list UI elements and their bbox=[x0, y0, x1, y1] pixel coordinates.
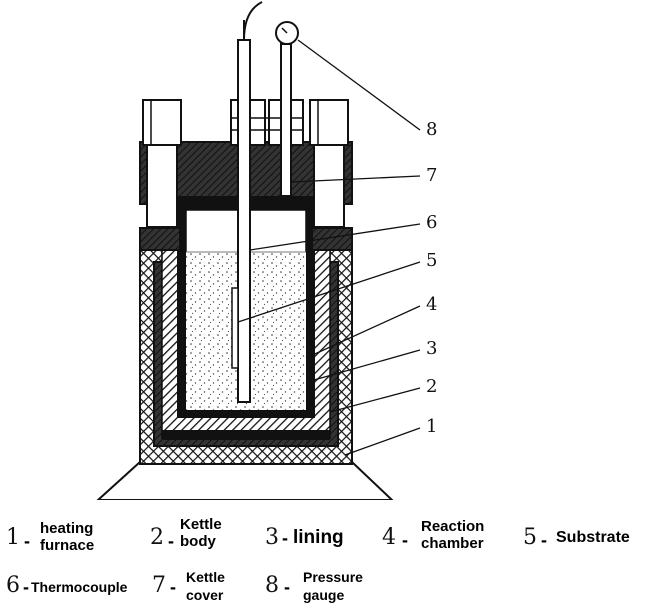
substrate bbox=[231, 287, 239, 369]
legend-text: Reaction chamber bbox=[421, 518, 485, 552]
callout-1: 1 bbox=[426, 416, 438, 437]
callout-7: 7 bbox=[426, 165, 438, 186]
leader-7 bbox=[291, 175, 421, 183]
legend-dash: - bbox=[23, 577, 29, 597]
legend-text: Substrate bbox=[556, 529, 630, 546]
leader-4 bbox=[305, 305, 421, 359]
legend-dash: - bbox=[168, 531, 174, 551]
legend-num: 6 bbox=[6, 573, 20, 598]
callout-5: 5 bbox=[426, 250, 438, 271]
legend-num: 1 bbox=[6, 525, 20, 550]
callout-4: 4 bbox=[426, 294, 438, 315]
legend-num: 2 bbox=[150, 525, 164, 550]
callout-6: 6 bbox=[426, 212, 438, 233]
legend-num: 4 bbox=[382, 525, 396, 550]
legend-dash: - bbox=[282, 528, 288, 548]
legend-num: 8 bbox=[265, 573, 279, 598]
legend-text: heating furnace bbox=[40, 520, 95, 554]
legend-dash: - bbox=[284, 577, 290, 597]
leader-6 bbox=[249, 223, 421, 251]
leader-1 bbox=[344, 427, 421, 456]
callout-2: 2 bbox=[426, 376, 438, 397]
legend-num: 3 bbox=[265, 525, 279, 550]
callout-8: 8 bbox=[426, 119, 438, 140]
legend-dash: - bbox=[170, 577, 176, 597]
base-stand bbox=[96, 461, 394, 500]
legend-text: Kettle body bbox=[180, 516, 222, 550]
legend-text: Kettle cover bbox=[186, 569, 225, 603]
legend-text: Thermocouple bbox=[31, 579, 128, 595]
legend-num: 7 bbox=[152, 573, 166, 598]
thermocouple bbox=[237, 1, 263, 403]
autoclave-diagram bbox=[96, 1, 421, 500]
legend-dash: - bbox=[541, 530, 547, 550]
leader-3 bbox=[313, 349, 421, 381]
leader-lines bbox=[237, 39, 421, 456]
callout-3: 3 bbox=[426, 338, 438, 359]
leader-5 bbox=[237, 261, 421, 323]
legend-text: lining bbox=[293, 527, 344, 548]
pressure-gauge bbox=[275, 21, 299, 197]
leader-8 bbox=[297, 39, 421, 131]
leader-2 bbox=[329, 387, 421, 413]
legend-dash: - bbox=[24, 531, 30, 551]
legend-num: 5 bbox=[523, 525, 537, 550]
legend-dash: - bbox=[402, 530, 408, 550]
legend-text: Pressure gauge bbox=[303, 569, 363, 603]
